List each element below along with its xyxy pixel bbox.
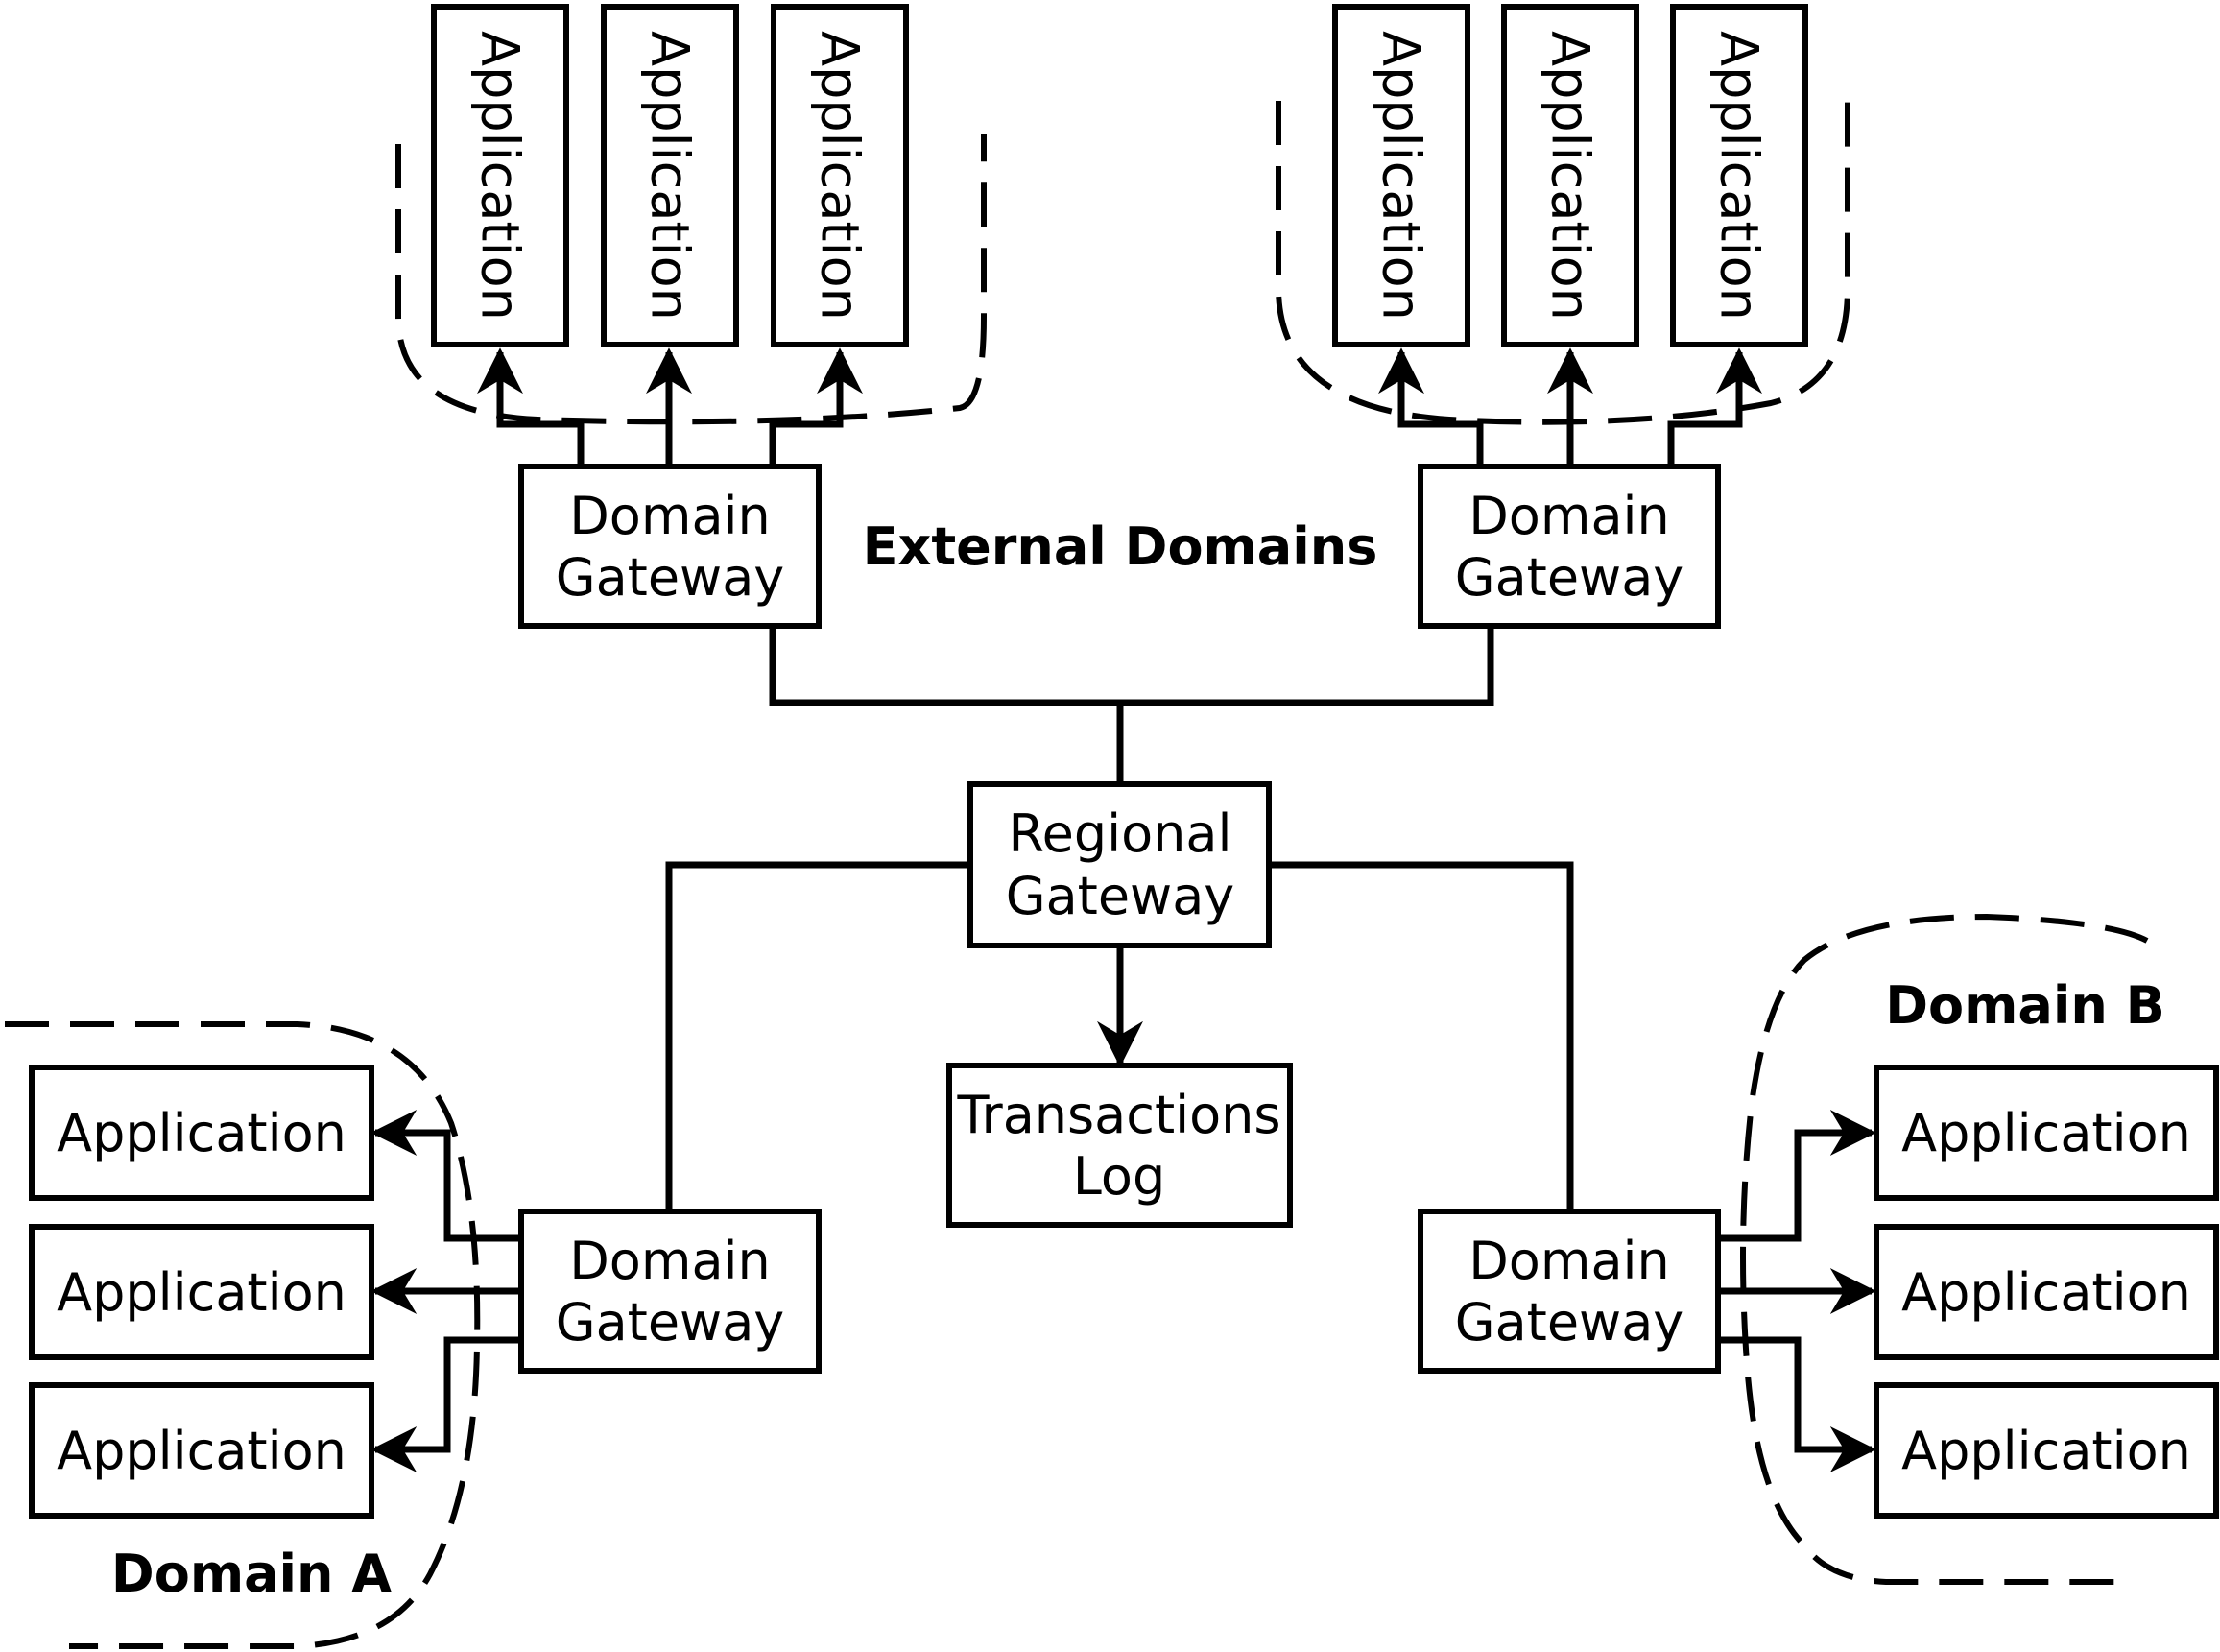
right-external-app-1: Application [1332, 4, 1470, 347]
application-label: Application [640, 31, 701, 321]
connector-left-external-gateway [769, 626, 1120, 706]
arrow-domain-a-app-1 [370, 1110, 521, 1242]
gateway-label-line2: Gateway [1455, 1292, 1684, 1353]
left-external-app-2: Application [601, 4, 739, 347]
transactions-log: Transactions Log [946, 1063, 1293, 1228]
arrow-domain-b-app-3 [1718, 1336, 1876, 1472]
right-external-app-2: Application [1501, 4, 1639, 347]
right-external-app-3: Application [1670, 4, 1808, 347]
gateway-label-line2: Gateway [556, 1292, 785, 1353]
application-label: Application [1901, 1421, 2191, 1481]
gateway-label-line1: Domain [569, 1231, 771, 1291]
left-external-app-3: Application [771, 4, 909, 347]
domain-b-app-1: Application [1874, 1065, 2219, 1201]
domain-a-app-3: Application [29, 1382, 374, 1519]
application-label: Application [57, 1103, 346, 1163]
application-label: Application [57, 1421, 346, 1481]
domain-b-app-3: Application [1874, 1382, 2219, 1519]
domain-a-boundary [5, 1021, 481, 1649]
gateway-label-line2: Gateway [1455, 547, 1684, 608]
gateway-label-line1: Domain [1468, 1231, 1670, 1291]
external-domain-left-boundary [395, 134, 987, 425]
domain-b-gateway: Domain Gateway [1418, 1209, 1721, 1374]
domain-a-app-1: Application [29, 1065, 374, 1201]
domain-a-app-2: Application [29, 1224, 374, 1360]
arrow-left-ext-app-3 [769, 347, 863, 466]
transactions-log-label-line1: Transactions [956, 1085, 1280, 1145]
regional-gateway-label-line1: Regional [1009, 803, 1232, 864]
arrow-right-ext-app-1 [1378, 347, 1484, 466]
gateway-label-line1: Domain [1468, 486, 1670, 546]
right-external-domain-gateway: Domain Gateway [1418, 464, 1721, 629]
domain-b-title: Domain B [1885, 975, 2165, 1036]
arrow-domain-b-app-1 [1718, 1110, 1876, 1242]
domain-b-boundary [1740, 913, 2149, 1585]
domain-a-title: Domain A [111, 1544, 392, 1604]
application-label: Application [1901, 1262, 2191, 1323]
gateway-label-line2: Gateway [556, 547, 785, 608]
connector-right-external-gateway [1120, 626, 1494, 706]
application-label: Application [1372, 31, 1432, 321]
application-label: Application [470, 31, 531, 321]
external-domain-right-boundary [1276, 91, 1850, 425]
arrow-right-ext-app-3 [1667, 347, 1762, 466]
connector-domain-a-gateway [665, 861, 970, 1211]
application-label: Application [810, 31, 871, 321]
arrow-domain-a-app-3 [370, 1336, 521, 1472]
gateway-label-line1: Domain [569, 486, 771, 546]
transactions-log-label-line2: Log [1073, 1146, 1165, 1207]
application-label: Application [57, 1262, 346, 1323]
gateway-connectors [665, 626, 1574, 1211]
application-label: Application [1540, 31, 1601, 321]
application-arrows [370, 347, 1876, 1472]
left-external-domain-gateway: Domain Gateway [518, 464, 822, 629]
connector-domain-b-gateway [1269, 861, 1574, 1211]
domain-a-gateway: Domain Gateway [518, 1209, 822, 1374]
regional-gateway: Regional Gateway [967, 781, 1272, 948]
application-label: Application [1901, 1103, 2191, 1163]
left-external-app-1: Application [431, 4, 569, 347]
arrow-left-ext-app-1 [477, 347, 585, 466]
domain-b-app-2: Application [1874, 1224, 2219, 1360]
regional-gateway-label-line2: Gateway [1006, 866, 1235, 926]
external-domains-title: External Domains [863, 516, 1378, 577]
application-label: Application [1709, 31, 1770, 321]
